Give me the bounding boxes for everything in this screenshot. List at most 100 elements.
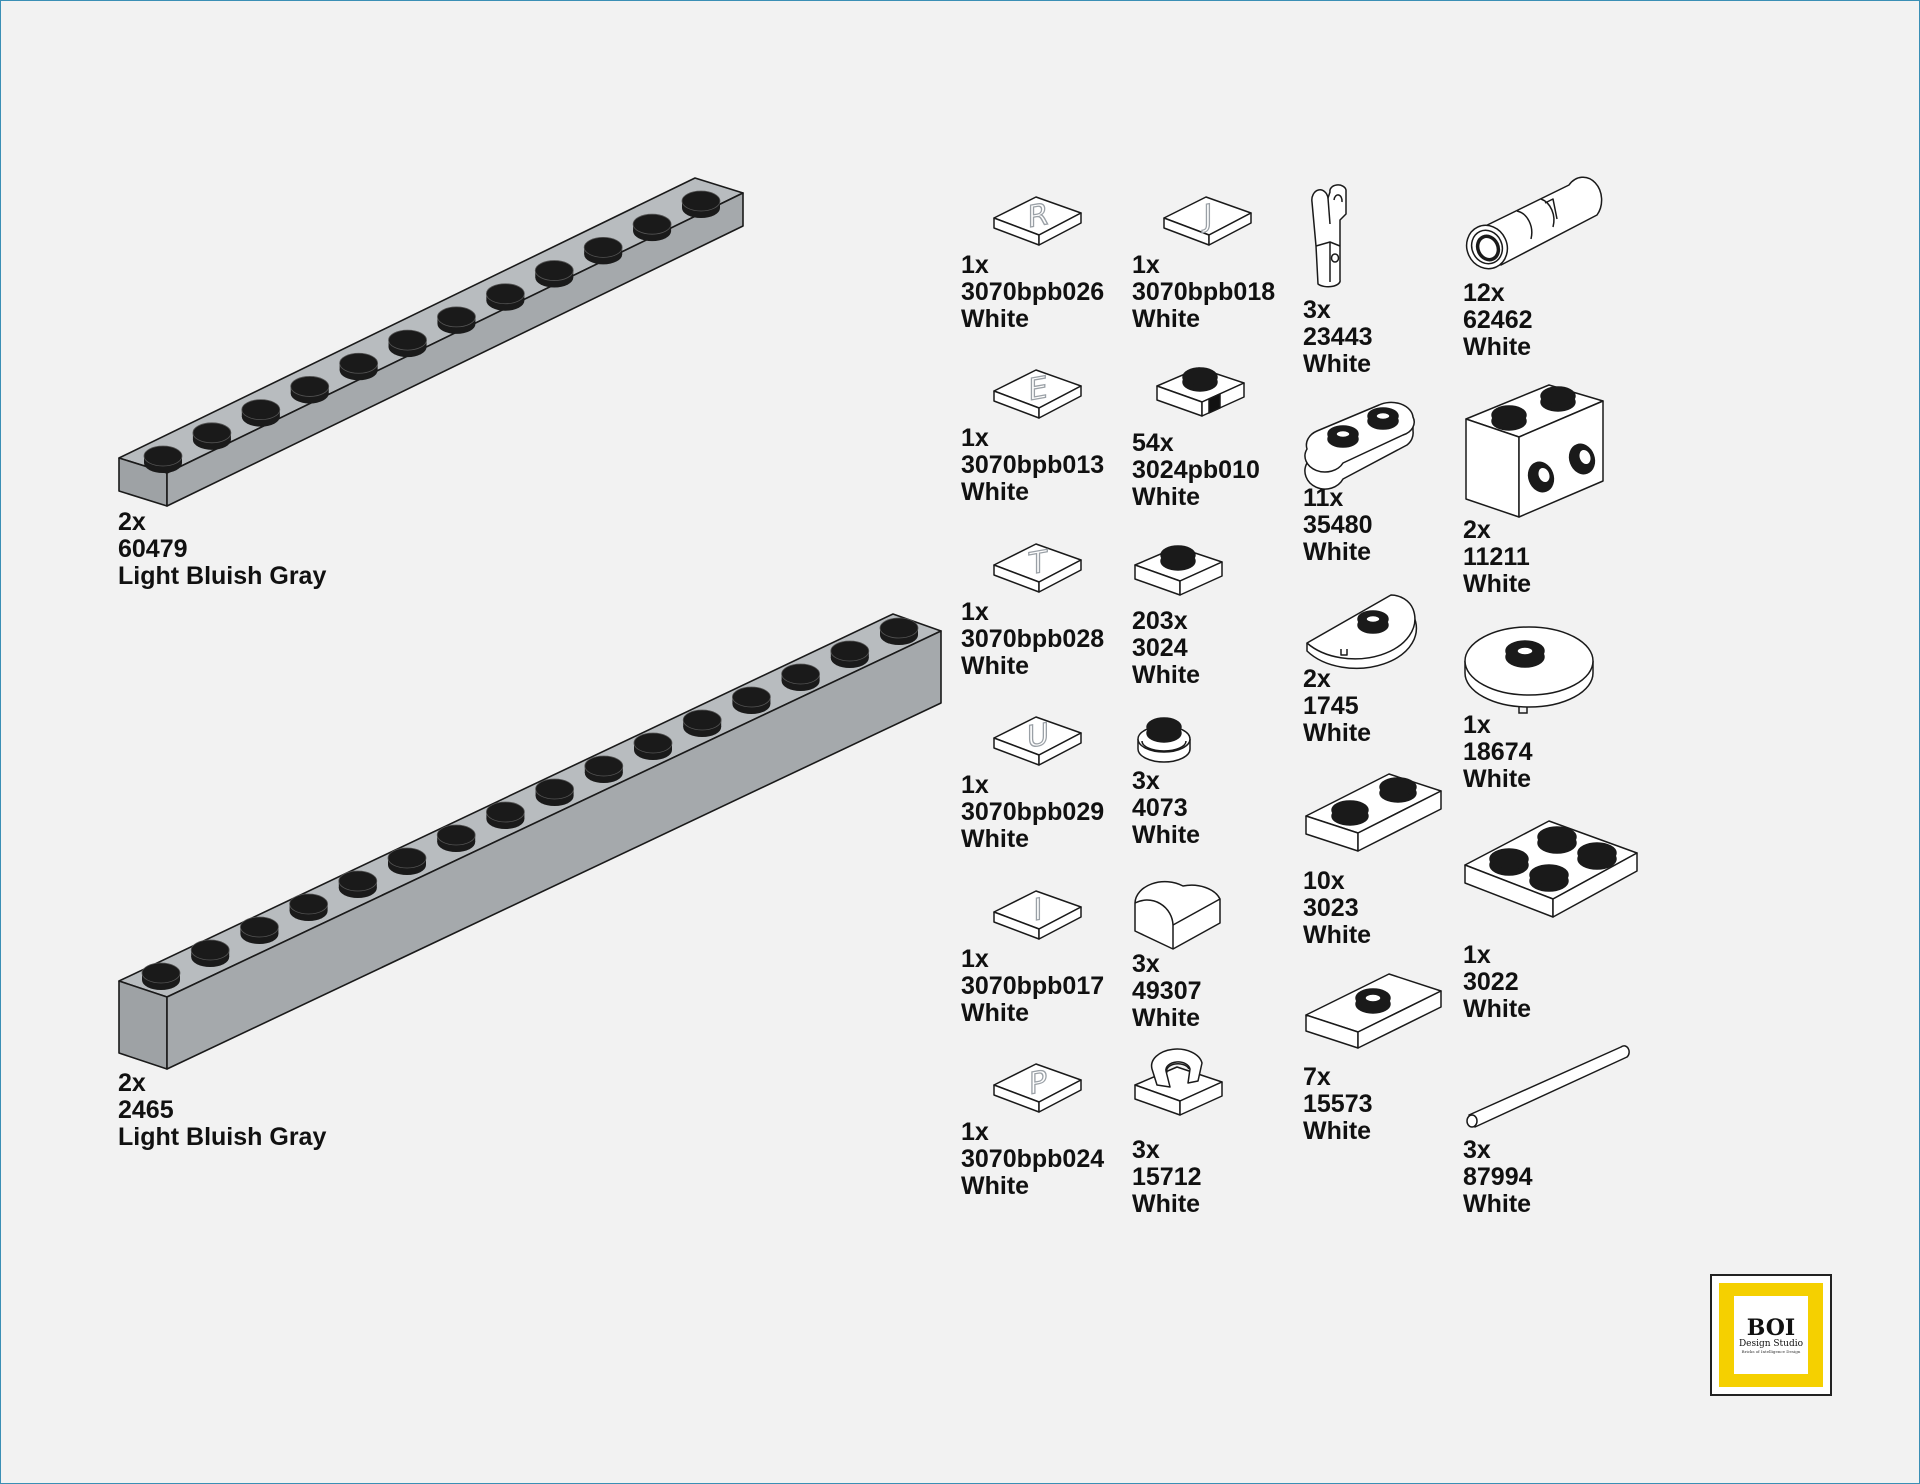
- part-id: 3024: [1132, 634, 1188, 662]
- qty: 7x: [1303, 1063, 1331, 1091]
- plate-1x16-drawing: [118, 177, 744, 507]
- plate-2x2: [1464, 820, 1638, 918]
- tile-letter-r: R: [993, 196, 1082, 246]
- part-id: 87994: [1463, 1163, 1533, 1191]
- plate-1x1-printed: [1156, 367, 1245, 417]
- stud: [143, 445, 183, 473]
- stud: [633, 732, 673, 760]
- part-color: White: [1132, 305, 1201, 333]
- label-3070bpb013: 1x 3070bpb013 White: [961, 425, 1104, 506]
- half-round-plate: [1306, 594, 1418, 670]
- svg-text:R: R: [1028, 197, 1049, 235]
- logo-yellow-frame: BOI Design Studio Bricks of Intelligence…: [1719, 1283, 1823, 1387]
- stud: [388, 329, 427, 358]
- plate-1x2: [1305, 773, 1442, 852]
- round-plate-1x1: [1137, 717, 1191, 763]
- qty: 2x: [118, 1069, 146, 1097]
- logo-brand: BOI: [1746, 1314, 1796, 1341]
- svg-text:J: J: [1202, 198, 1213, 235]
- part-id: 60479: [118, 535, 188, 563]
- stud: [290, 376, 330, 404]
- part-color: White: [1132, 483, 1201, 511]
- part-id: 62462: [1463, 306, 1533, 334]
- part-color: Light Bluish Gray: [118, 562, 327, 590]
- logo-tagline: Bricks of Intelligence Design: [1741, 1348, 1801, 1354]
- logo-card: BOI Design Studio Bricks of Intelligence…: [1734, 1296, 1808, 1374]
- label-49307: 3x 49307 White: [1132, 951, 1202, 1032]
- svg-text:I: I: [1034, 892, 1043, 928]
- stud: [830, 640, 870, 668]
- stud: [190, 939, 230, 967]
- part-id: 49307: [1132, 977, 1202, 1005]
- qty: 1x: [1132, 251, 1160, 279]
- part-color: White: [1132, 1004, 1201, 1032]
- stud: [732, 686, 771, 714]
- part-color: White: [1463, 570, 1532, 598]
- part-id: 15573: [1303, 1090, 1373, 1118]
- stud: [338, 870, 378, 898]
- part-color: White: [1463, 333, 1532, 361]
- stud: [879, 617, 919, 645]
- brick-studs: [141, 617, 919, 990]
- label-3023: 10x 3023 White: [1303, 868, 1371, 949]
- label-62462: 12x 62462 White: [1463, 280, 1533, 361]
- qty: 1x: [1463, 711, 1491, 739]
- part-color: White: [1303, 719, 1372, 747]
- stud: [289, 893, 329, 921]
- part-id: 3022: [1463, 968, 1519, 996]
- label-87994: 3x 87994 White: [1463, 1137, 1533, 1218]
- tile-letter-u: U: [993, 716, 1082, 766]
- label-3070bpb028: 1x 3070bpb028 White: [961, 599, 1104, 680]
- part-color: White: [961, 1172, 1030, 1200]
- curved-slope-1x1: [1134, 880, 1221, 950]
- label-3070bpb029: 1x 3070bpb029 White: [961, 772, 1104, 853]
- qty: 10x: [1303, 867, 1345, 895]
- stud: [485, 283, 525, 311]
- part-color: White: [1463, 995, 1532, 1023]
- part-color: White: [1463, 1190, 1532, 1218]
- technic-pin-connector: [1465, 176, 1603, 270]
- stud: [681, 190, 721, 218]
- part-color: White: [961, 305, 1030, 333]
- part-color: White: [1132, 1190, 1201, 1218]
- part-color: White: [1303, 1117, 1372, 1145]
- round-tile-2x2-with-stud: [1464, 626, 1594, 714]
- qty: 1x: [961, 1118, 989, 1146]
- stud: [583, 236, 623, 265]
- part-color: White: [961, 999, 1030, 1027]
- plate-1x1: [1134, 545, 1223, 596]
- stud: [239, 916, 279, 944]
- jumper-plate-1x2: [1305, 973, 1442, 1049]
- label-18674: 1x 18674 White: [1463, 712, 1533, 793]
- tile-letter-p: P: [993, 1063, 1082, 1113]
- stud: [682, 709, 722, 737]
- bar-holder-clip: [1311, 184, 1347, 288]
- qty: 3x: [1132, 950, 1160, 978]
- qty: 3x: [1463, 1136, 1491, 1164]
- part-id: 11211: [1463, 543, 1530, 571]
- part-color: White: [1132, 821, 1201, 849]
- label-11211: 2x 11211 White: [1463, 517, 1531, 598]
- qty: 3x: [1132, 1136, 1160, 1164]
- part-id: 3070bpb029: [961, 798, 1105, 826]
- stud: [437, 306, 476, 334]
- part-color: White: [1132, 661, 1201, 689]
- part-id: 3070bpb028: [961, 625, 1105, 653]
- qty: 3x: [1132, 767, 1160, 795]
- part-color: White: [1463, 765, 1532, 793]
- stud: [534, 260, 574, 288]
- stud: [781, 663, 820, 691]
- part-id: 23443: [1303, 323, 1373, 351]
- stud: [141, 962, 181, 990]
- label-15712: 3x 15712 White: [1132, 1137, 1202, 1218]
- qty: 2x: [1463, 516, 1491, 544]
- svg-text:U: U: [1027, 717, 1049, 756]
- part-id: 3070bpb017: [961, 972, 1105, 1000]
- label-3070bpb024: 1x 3070bpb024 White: [961, 1119, 1104, 1200]
- part-id: 1745: [1303, 692, 1359, 720]
- part-color: White: [1303, 350, 1372, 378]
- part-color: White: [1303, 538, 1372, 566]
- stud: [436, 824, 476, 852]
- qty: 1x: [961, 598, 989, 626]
